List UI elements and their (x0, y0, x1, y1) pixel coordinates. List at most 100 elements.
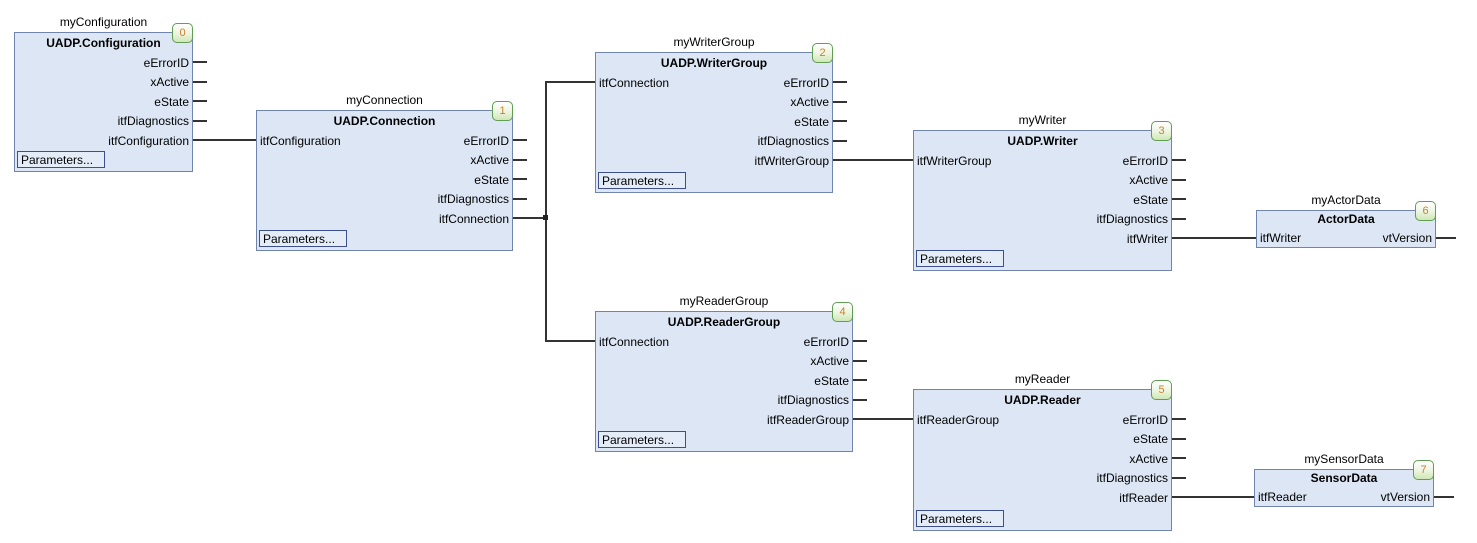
block-mysensordata[interactable]: mySensorData 7 SensorData itfReader vtVe… (1254, 452, 1434, 507)
pin-stub (833, 120, 847, 122)
instance-name-label: mySensorData (1304, 452, 1384, 466)
instance-name-label: myReaderGroup (679, 294, 769, 308)
wire-writer-to-actordata (1172, 237, 1257, 239)
block-type-title: ActorData (1317, 212, 1375, 226)
pin-stub (833, 101, 847, 103)
output-pin-itfreader[interactable]: itfReader (1119, 490, 1168, 505)
parameters-button[interactable]: Parameters... (598, 172, 686, 189)
wire-connection-output (513, 217, 547, 219)
pin-stub (1172, 438, 1186, 440)
input-pin-itfwritergroup[interactable]: itfWriterGroup (917, 153, 992, 168)
output-pin-vtversion[interactable]: vtVersion (1380, 489, 1430, 504)
output-pin-itfdiagnostics[interactable]: itfDiagnostics (777, 393, 849, 408)
parameters-button[interactable]: Parameters... (598, 431, 686, 448)
output-pin-xactive[interactable]: xActive (810, 354, 849, 369)
instance-name-label: myConfiguration (59, 15, 148, 29)
pin-stub (853, 340, 867, 342)
output-pin-estate[interactable]: eState (1133, 192, 1168, 207)
output-pin-itfconnection[interactable]: itfConnection (438, 211, 509, 226)
input-pin-itfconfiguration[interactable]: itfConfiguration (260, 133, 341, 148)
block-type-title: UADP.WriterGroup (660, 56, 768, 70)
block-myreader[interactable]: myReader 5 UADP.Reader itfReaderGroup eE… (913, 372, 1172, 531)
pin-stub (513, 178, 527, 180)
input-pin-itfreader[interactable]: itfReader (1258, 489, 1307, 504)
output-pin-itfdiagnostics[interactable]: itfDiagnostics (1096, 471, 1168, 486)
pin-stub (193, 61, 207, 63)
pin-stub-actordata-vtversion (1436, 237, 1456, 239)
output-pin-eerrorid[interactable]: eErrorID (783, 75, 829, 90)
output-pin-itfdiagnostics[interactable]: itfDiagnostics (1096, 212, 1168, 227)
block-myconnection[interactable]: myConnection 1 UADP.Connection itfConfig… (256, 93, 513, 251)
pin-stub (193, 81, 207, 83)
exec-order-badge: 5 (1151, 380, 1172, 400)
block-mywriter[interactable]: myWriter 3 UADP.Writer itfWriterGroup eE… (913, 113, 1172, 271)
output-pin-eerrorid[interactable]: eErrorID (143, 55, 189, 70)
pin-stub (513, 159, 527, 161)
exec-order-badge: 2 (812, 43, 833, 63)
pin-stub (193, 100, 207, 102)
output-pin-itfreadergroup[interactable]: itfReaderGroup (766, 412, 849, 427)
output-pin-eerrorid[interactable]: eErrorID (463, 133, 509, 148)
input-pin-itfwriter[interactable]: itfWriter (1260, 230, 1302, 245)
block-type-title: UADP.Connection (333, 114, 436, 128)
output-pin-vtversion[interactable]: vtVersion (1382, 230, 1432, 245)
pin-stub (193, 120, 207, 122)
pin-stub (513, 198, 527, 200)
exec-order-badge: 4 (832, 302, 853, 322)
input-pin-itfconnection[interactable]: itfConnection (599, 334, 670, 349)
parameters-button[interactable]: Parameters... (259, 230, 347, 247)
pin-stub (833, 140, 847, 142)
pin-stub (1172, 477, 1186, 479)
pin-stub (1172, 418, 1186, 420)
block-mywritergroup[interactable]: myWriterGroup 2 UADP.WriterGroup itfConn… (595, 35, 833, 193)
output-pin-xactive[interactable]: xActive (150, 75, 189, 90)
parameters-button[interactable]: Parameters... (916, 250, 1004, 267)
output-pin-estate[interactable]: eState (794, 114, 829, 129)
output-pin-xactive[interactable]: xActive (1129, 451, 1168, 466)
block-myactordata[interactable]: myActorData 6 ActorData itfWriter vtVers… (1256, 193, 1436, 248)
output-pin-estate[interactable]: eState (154, 94, 189, 109)
pin-stub-sensordata-vtversion (1434, 496, 1454, 498)
wire-branch-vertical (545, 81, 547, 341)
block-type-title: SensorData (1310, 471, 1378, 485)
block-type-title: UADP.Configuration (46, 36, 161, 50)
output-pin-eerrorid[interactable]: eErrorID (1122, 412, 1168, 427)
output-pin-xactive[interactable]: xActive (1129, 173, 1168, 188)
pin-stub (1172, 457, 1186, 459)
output-pin-itfdiagnostics[interactable]: itfDiagnostics (757, 134, 829, 149)
pin-stub (513, 139, 527, 141)
input-pin-itfconnection[interactable]: itfConnection (599, 75, 670, 90)
parameters-button[interactable]: Parameters... (916, 510, 1004, 527)
block-type-title: UADP.Writer (1007, 134, 1078, 148)
wire-to-readergroup (545, 340, 596, 342)
pin-stub (853, 360, 867, 362)
parameters-button[interactable]: Parameters... (17, 151, 105, 168)
output-pin-estate[interactable]: eState (1133, 432, 1168, 447)
output-pin-itfdiagnostics[interactable]: itfDiagnostics (117, 114, 189, 129)
input-pin-itfreadergroup[interactable]: itfReaderGroup (917, 412, 1000, 427)
block-myreadergroup[interactable]: myReaderGroup 4 UADP.ReaderGroup itfConn… (595, 294, 853, 452)
wire-readergroup-to-reader (853, 418, 914, 420)
output-pin-xactive[interactable]: xActive (790, 95, 829, 110)
pin-stub (1172, 218, 1186, 220)
output-pin-eerrorid[interactable]: eErrorID (803, 334, 849, 349)
block-type-title: UADP.ReaderGroup (667, 315, 781, 329)
output-pin-itfwritergroup[interactable]: itfWriterGroup (754, 153, 829, 168)
output-pin-estate[interactable]: eState (814, 373, 849, 388)
pin-stub (833, 81, 847, 83)
output-pin-xactive[interactable]: xActive (470, 153, 509, 168)
output-pin-eerrorid[interactable]: eErrorID (1122, 153, 1168, 168)
output-pin-itfwriter[interactable]: itfWriter (1126, 231, 1168, 246)
exec-order-badge: 6 (1415, 201, 1436, 221)
wire-to-writergroup (545, 81, 596, 83)
instance-name-label: myConnection (346, 93, 423, 107)
output-pin-itfdiagnostics[interactable]: itfDiagnostics (437, 192, 509, 207)
instance-name-label: myReader (1014, 372, 1071, 386)
block-type-title: UADP.Reader (1004, 393, 1081, 407)
pin-stub (853, 399, 867, 401)
output-pin-itfconfiguration[interactable]: itfConfiguration (108, 133, 189, 148)
wire-configuration-to-connection (193, 139, 257, 141)
output-pin-estate[interactable]: eState (474, 172, 509, 187)
block-myconfiguration[interactable]: myConfiguration 0 UADP.Configuration eEr… (14, 15, 193, 172)
